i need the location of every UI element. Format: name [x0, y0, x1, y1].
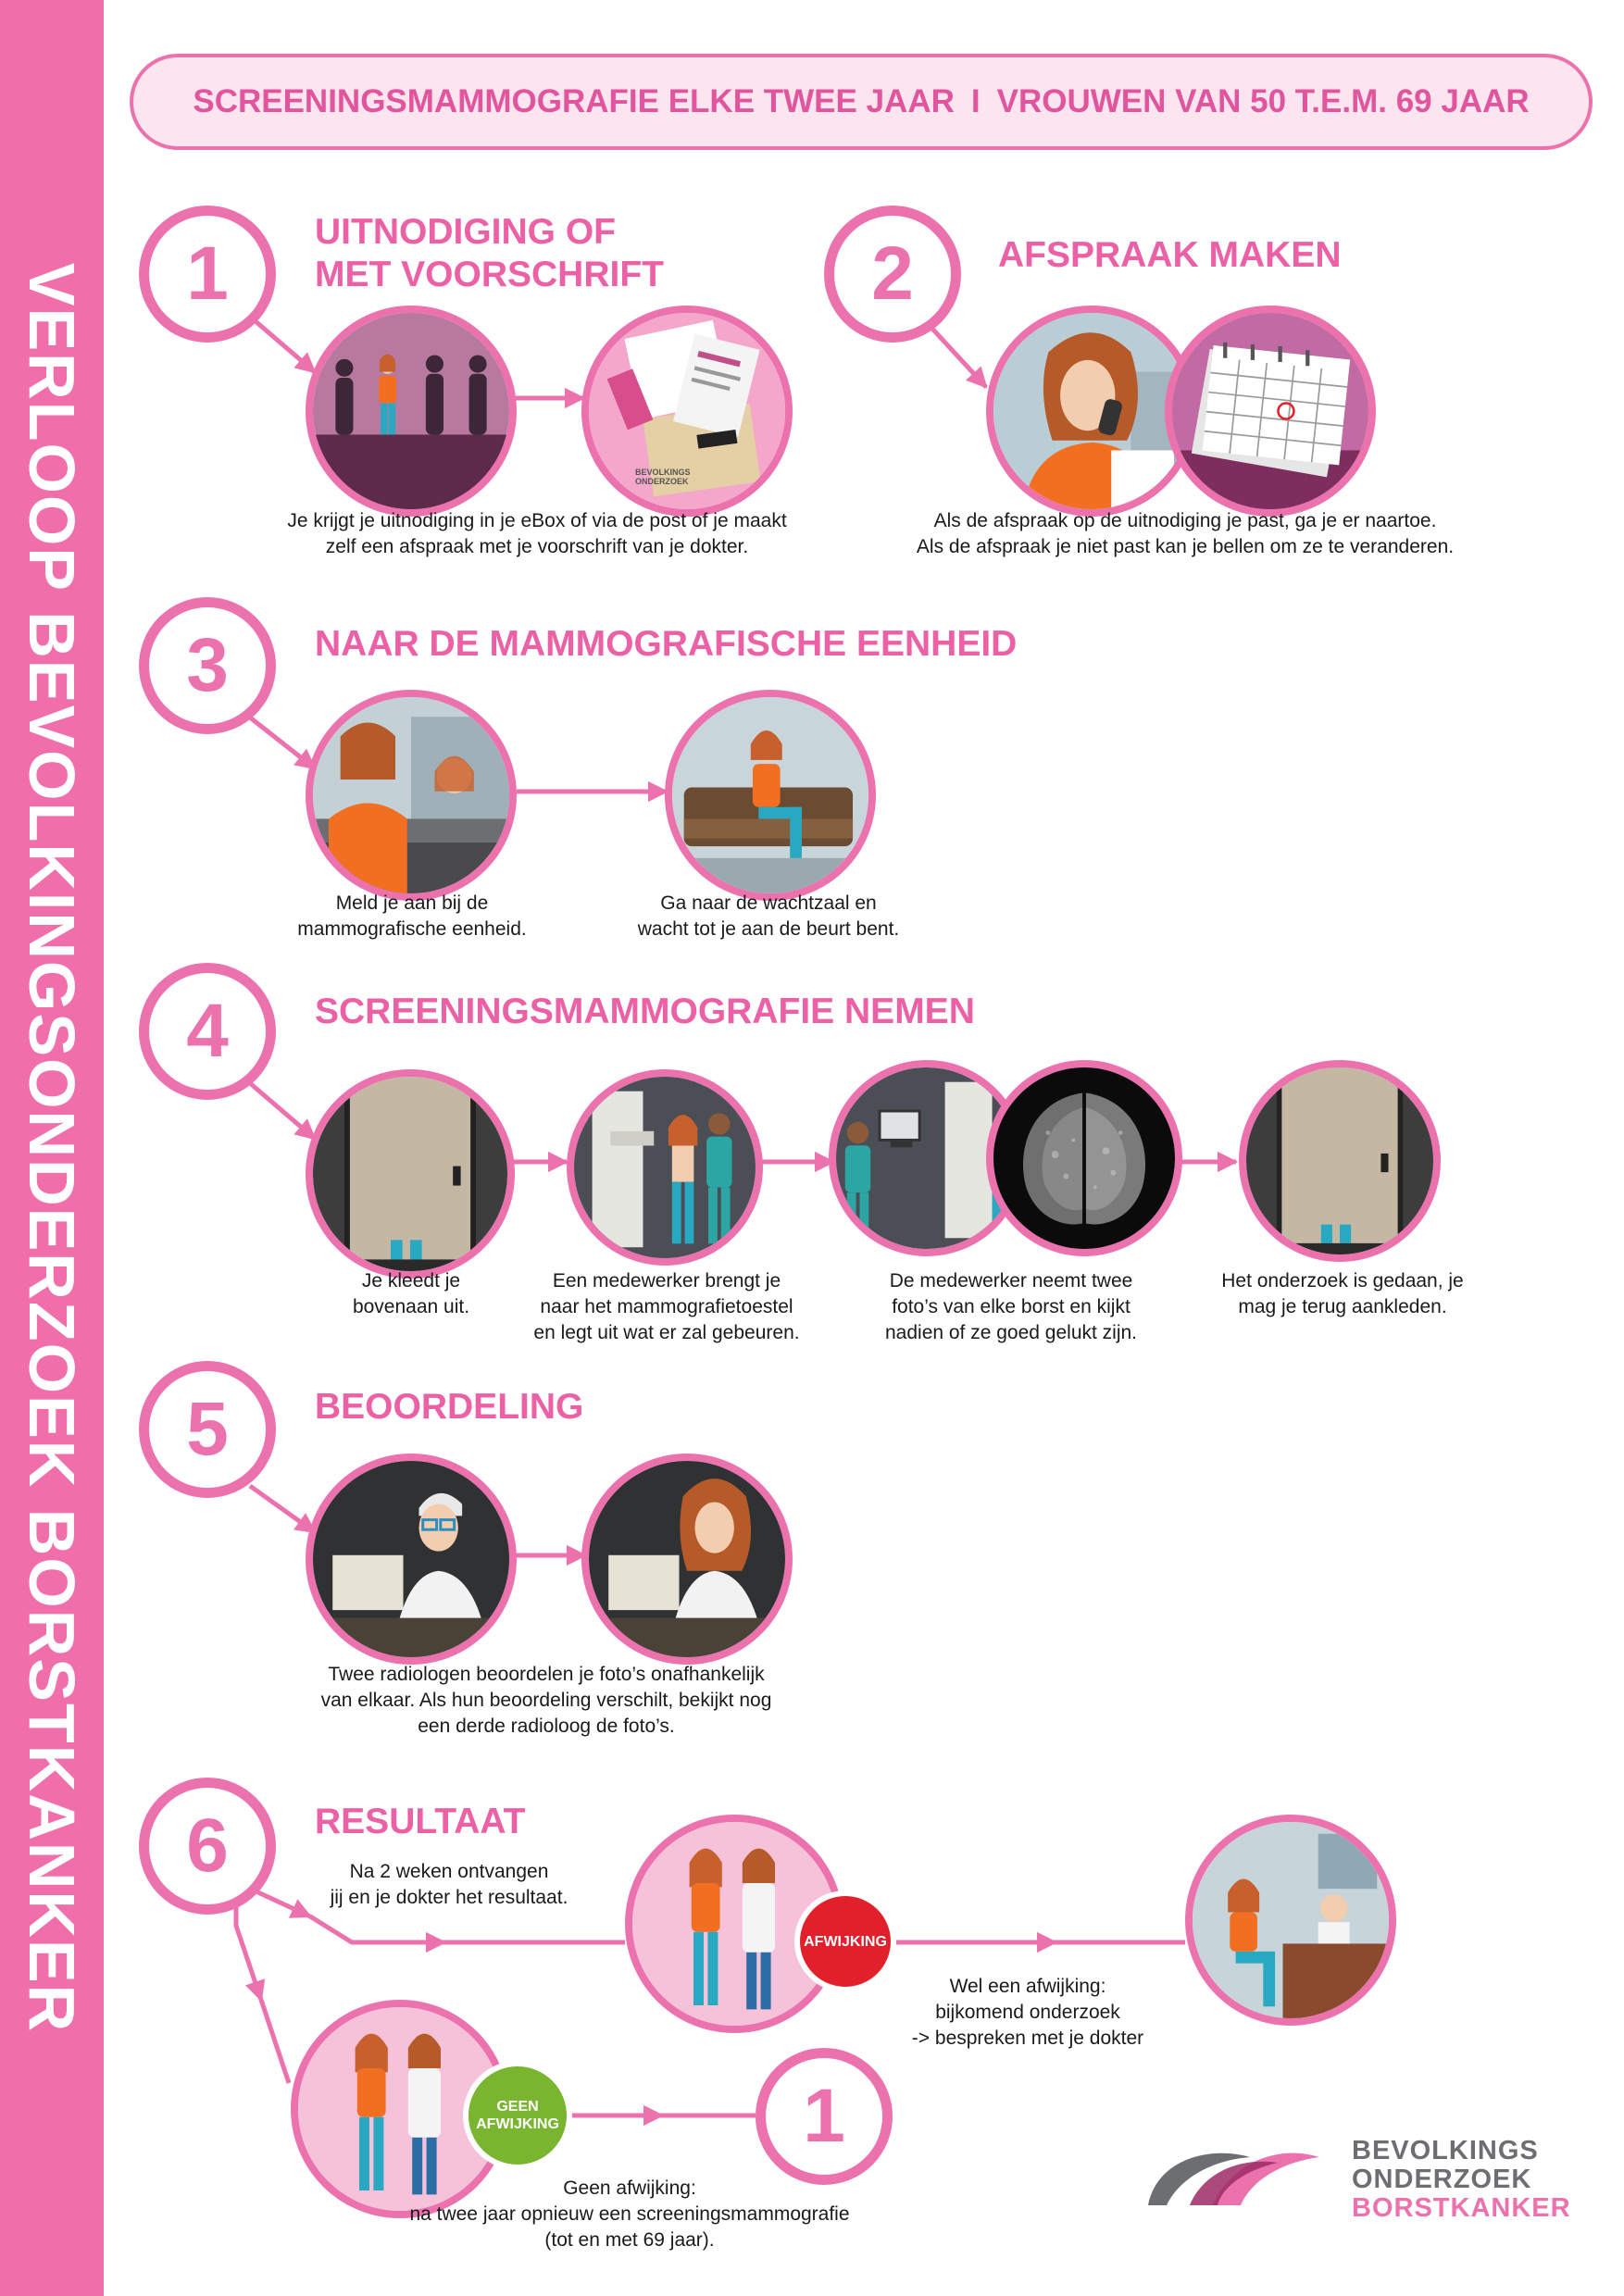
step4-caption-d-line1: Het onderzoek is gedaan, je	[1221, 1270, 1464, 1292]
step1-title-line1: UITNODIGING OF	[315, 212, 616, 252]
step1-title: UITNODIGING OF MET VOORSCHRIFT	[315, 211, 664, 296]
illustration-mammography-machine	[567, 1069, 763, 1266]
step5-caption-line3: een derde radioloog de foto’s.	[418, 1716, 675, 1737]
sidebar: VERLOOP BEVOLKINGSONDERZOEK BORSTKANKER	[0, 0, 104, 2296]
step5-caption: Twee radiologen beoordelen je foto’s ona…	[269, 1662, 824, 1740]
return-to-step-1: 1	[756, 2048, 893, 2185]
step6-afwijking-line1: Wel een afwijking:	[949, 1976, 1106, 1997]
step4-caption-b: Een medewerker brengt je naar het mammog…	[514, 1268, 819, 1346]
step3-title: NAAR DE MAMMOGRAFISCHE EENHEID	[315, 624, 1018, 664]
illustration-invitation-letter	[581, 306, 793, 517]
step-number-4: 4	[139, 963, 276, 1100]
step-number-2: 2	[824, 206, 961, 343]
step6-afwijking-line2: bijkomend onderzoek	[935, 2002, 1120, 2023]
arrow-step6-geen-tail	[258, 1999, 292, 2084]
illustration-waiting-room	[665, 690, 876, 901]
brand-logo-text: BEVOLKINGS ONDERZOEK BORSTKANKER	[1352, 2137, 1571, 2223]
step4-title: SCREENINGSMAMMOGRAFIE NEMEN	[315, 992, 975, 1031]
arrow-step6-main	[248, 1886, 313, 1919]
step6-geen-line1: Geen afwijking:	[563, 2177, 696, 2199]
badge-geen-afwijking: GEEN AFWIJKING	[463, 2061, 572, 2170]
badge-afwijking: AFWIJKING	[794, 1890, 896, 1992]
step5-caption-line2: van elkaar. Als hun beoordeling verschil…	[320, 1690, 772, 1711]
envelope-brand-line1: BEVOLKINGS	[635, 468, 691, 477]
step4-caption-c-line2: foto’s van elke borst en kijkt	[892, 1296, 1131, 1317]
envelope-brand-line2: ONDERZOEK	[635, 477, 689, 486]
step3-caption-b: Ga naar de wachtzaal en wacht tot je aan…	[611, 891, 926, 942]
step1-title-line2: MET VOORSCHRIFT	[315, 255, 664, 294]
logo-line1: BEVOLKINGS	[1352, 2136, 1539, 2165]
step5-title: BEOORDELING	[315, 1387, 584, 1427]
step3-caption-b-line1: Ga naar de wachtzaal en	[660, 892, 877, 914]
illustration-reception-desk	[306, 690, 517, 901]
illustration-radiologist-female	[581, 1454, 793, 1665]
step6-title: RESULTAAT	[315, 1802, 526, 1841]
banner-left-text: SCREENINGSMAMMOGRAFIE ELKE TWEE JAAR	[193, 83, 955, 119]
step6-geen-line2: na twee jaar opnieuw een screeningsmammo…	[409, 2203, 850, 2225]
illustration-phone-call	[986, 306, 1197, 517]
step6-result-caption: Na 2 weken ontvangen jij en je dokter he…	[310, 1859, 588, 1911]
badge-geen-line2: AFWIJKING	[476, 2116, 559, 2132]
step4-caption-b-line1: Een medewerker brengt je	[552, 1270, 781, 1292]
banner-separator: I	[970, 83, 981, 119]
step6-geen-caption: Geen afwijking: na twee jaar opnieuw een…	[380, 2176, 880, 2253]
step5-caption-line1: Twee radiologen beoordelen je foto’s ona…	[328, 1664, 765, 1685]
step2-caption-line1: Als de afspraak op de uitnodiging je pas…	[933, 510, 1437, 531]
step-number-1: 1	[139, 206, 276, 343]
badge-geen-line1: GEEN	[496, 2099, 539, 2115]
step4-caption-d: Het onderzoek is gedaan, je mag je terug…	[1204, 1268, 1481, 1320]
step4-caption-a: Je kleedt je bovenaan uit.	[306, 1268, 517, 1320]
step6-result-line1: Na 2 weken ontvangen	[349, 1861, 549, 1882]
brand-logo-mark	[1148, 2152, 1319, 2205]
step4-caption-c-line1: De medewerker neemt twee	[889, 1270, 1133, 1292]
step3-caption-b-line2: wacht tot je aan de beurt bent.	[637, 918, 900, 940]
step3-caption-a-line1: Meld je aan bij de	[335, 892, 489, 914]
step4-caption-b-line3: en legt uit wat er zal gebeuren.	[533, 1322, 800, 1343]
arrow-step6-result	[308, 1914, 447, 1953]
step4-caption-a-line1: Je kleedt je	[361, 1270, 461, 1292]
illustration-calendar	[1165, 306, 1376, 517]
illustration-mammogram-xray	[986, 1060, 1182, 1256]
step4-caption-b-line2: naar het mammografietoestel	[540, 1296, 793, 1317]
step-number-6: 6	[139, 1778, 276, 1915]
arrow-step3	[248, 716, 317, 770]
step2-caption: Als de afspraak op de uitnodiging je pas…	[861, 508, 1509, 560]
illustration-radiologist-male	[306, 1454, 517, 1665]
step4-caption-c: De medewerker neemt twee foto’s van elke…	[863, 1268, 1159, 1346]
step-number-3: 3	[139, 597, 276, 734]
step6-result-line2: jij en je dokter het resultaat.	[330, 1887, 568, 1908]
step4-caption-c-line3: nadien of ze goed gelukt zijn.	[884, 1322, 1138, 1343]
step6-afwijking-line3: -> bespreken met je dokter	[911, 2028, 1144, 2049]
banner-right-text: VROUWEN VAN 50 T.E.M. 69 JAAR	[996, 83, 1530, 119]
step2-caption-line2: Als de afspraak je niet past kan je bell…	[916, 536, 1455, 557]
step1-caption: Je krijgt je uitnodiging in je eBox of v…	[287, 510, 787, 557]
arrow-step5	[248, 1483, 317, 1535]
step-number-5: 5	[139, 1361, 276, 1498]
illustration-changing-booth-undress	[306, 1069, 515, 1279]
illustration-doctor-consultation	[1185, 1815, 1396, 2026]
top-banner: SCREENINGSMAMMOGRAFIE ELKE TWEE JAAR I V…	[130, 54, 1593, 150]
step2-title: AFSPRAAK MAKEN	[998, 235, 1342, 275]
step6-geen-line3: (tot en met 69 jaar).	[544, 2229, 715, 2251]
step4-caption-a-line2: bovenaan uit.	[352, 1296, 470, 1317]
step3-caption-a: Meld je aan bij de mammografische eenhei…	[269, 891, 556, 942]
logo-line3: BORSTKANKER	[1352, 2193, 1571, 2223]
step3-caption-a-line2: mammografische eenheid.	[297, 918, 527, 940]
envelope-brand: BEVOLKINGS ONDERZOEK	[635, 468, 709, 486]
step6-afwijking-caption: Wel een afwijking: bijkomend onderzoek -…	[889, 1974, 1167, 2052]
illustration-waiting-people	[306, 306, 517, 517]
arrow-step1	[248, 315, 317, 374]
logo-line2: ONDERZOEK	[1352, 2165, 1532, 2194]
arrow-step4	[248, 1081, 317, 1141]
illustration-changing-booth-dress	[1239, 1060, 1441, 1262]
step4-caption-d-line2: mag je terug aankleden.	[1238, 1296, 1447, 1317]
